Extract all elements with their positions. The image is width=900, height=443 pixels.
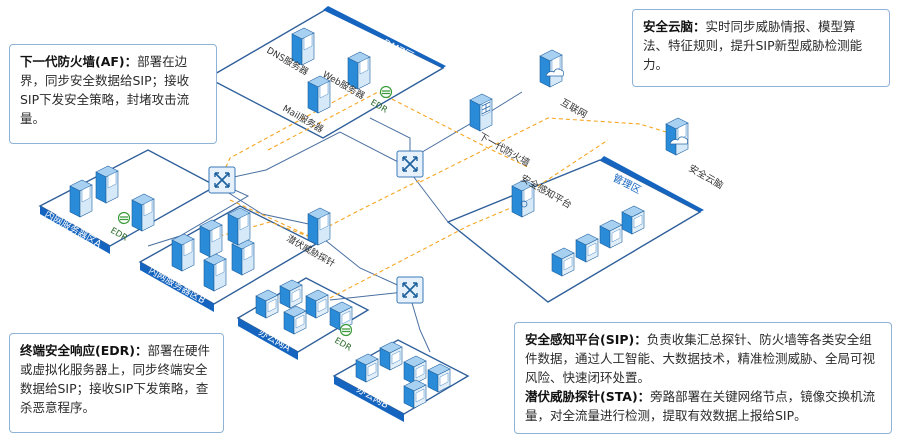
sip-sta-callout: 安全感知平台(SIP)：负责收集汇总探针、防火墙等各类安全组件数据，通过人工智能… xyxy=(514,322,892,434)
core-switch-icon xyxy=(396,150,424,178)
intranet-b-server-1 xyxy=(171,233,195,272)
intranet-a-server-3 xyxy=(131,193,155,232)
office-b-pc-3 xyxy=(403,355,427,385)
cloud-brain-icon xyxy=(669,136,689,145)
cloud-brain-callout-title: 安全云脑： xyxy=(643,19,706,34)
sta-callout-title: 潜伏威胁探针(STA)： xyxy=(525,389,651,404)
office-switch-icon xyxy=(396,276,424,304)
mgmt-pc-3 xyxy=(599,219,623,249)
mgmt-zone: 管理区 xyxy=(446,156,704,303)
intranet-b-server-2 xyxy=(199,219,223,258)
radar-icon xyxy=(520,200,528,208)
office-b-pc-2 xyxy=(379,341,403,371)
edr-callout-title: 终端安全响应(EDR)： xyxy=(20,343,148,358)
cloud-icon xyxy=(545,68,565,77)
intranet-a-server-2 xyxy=(95,165,119,204)
sip-callout-text: 负责收集汇总探针、防火墙等各类安全组件数据，通过人工智能、大数据技术，精准检测威… xyxy=(525,332,876,385)
sta-probe-node: 潜伏威胁探针 xyxy=(285,207,337,270)
firewall-callout-text: 部署在边界，同步安全数据给SIP；接收SIP下发安全策略，封堵攻击流量。 xyxy=(20,54,190,126)
office-b-pc-1 xyxy=(355,353,379,383)
office-a-pc-1 xyxy=(255,289,279,319)
brick-wall-icon xyxy=(481,101,491,115)
office-a-pc-4 xyxy=(283,305,307,335)
office-b-pc-4 xyxy=(427,363,451,393)
sip-callout-title: 安全感知平台(SIP)： xyxy=(525,332,647,347)
office-b-pc-5 xyxy=(403,379,427,409)
firewall-callout-title: 下一代防火墙(AF)： xyxy=(20,54,138,69)
edr-office-label: EDR xyxy=(333,336,354,354)
edr-callout-text: 部署在硬件或虚拟化服务器上，同步终端安全数据给SIP；接收SIP下发策略，查杀恶… xyxy=(20,343,210,415)
mgmt-pc-1 xyxy=(551,247,575,277)
internet-node: 互联网 xyxy=(539,49,589,121)
intranet-b-server-5 xyxy=(227,207,251,246)
edr-callout: 终端安全响应(EDR)：部署在硬件或虚拟化服务器上，同步终端安全数据给SIP；接… xyxy=(9,333,224,433)
security-cloud-label: 安全云脑 xyxy=(687,162,726,191)
security-cloud-node: 安全云脑 xyxy=(665,117,726,192)
cloud-brain-callout: 安全云脑：实时同步威胁情报、模型算法、特征规则，提升SIP新型威胁检测能力。 xyxy=(632,9,890,87)
intranet-a-server-1 xyxy=(69,179,93,218)
cloud-brain-callout-text: 实时同步威胁情报、模型算法、特征规则，提升SIP新型威胁检测能力。 xyxy=(643,19,863,72)
mgmt-pc-4 xyxy=(621,205,645,235)
office-a-pc-2 xyxy=(279,279,303,309)
intranet-switch-icon xyxy=(208,166,236,194)
internet-label: 互联网 xyxy=(559,97,589,121)
firewall-callout: 下一代防火墙(AF)：部署在边界，同步安全数据给SIP；接收SIP下发安全策略，… xyxy=(9,44,217,144)
office-a-pc-3 xyxy=(305,289,329,319)
sta-callout-text: 旁路部署在关键网络节点，镜像交换机流量，对全流量进行检测，提取有效数据上报给SI… xyxy=(525,389,876,423)
mgmt-pc-2 xyxy=(575,233,599,263)
intranet-b-server-3 xyxy=(203,253,227,292)
